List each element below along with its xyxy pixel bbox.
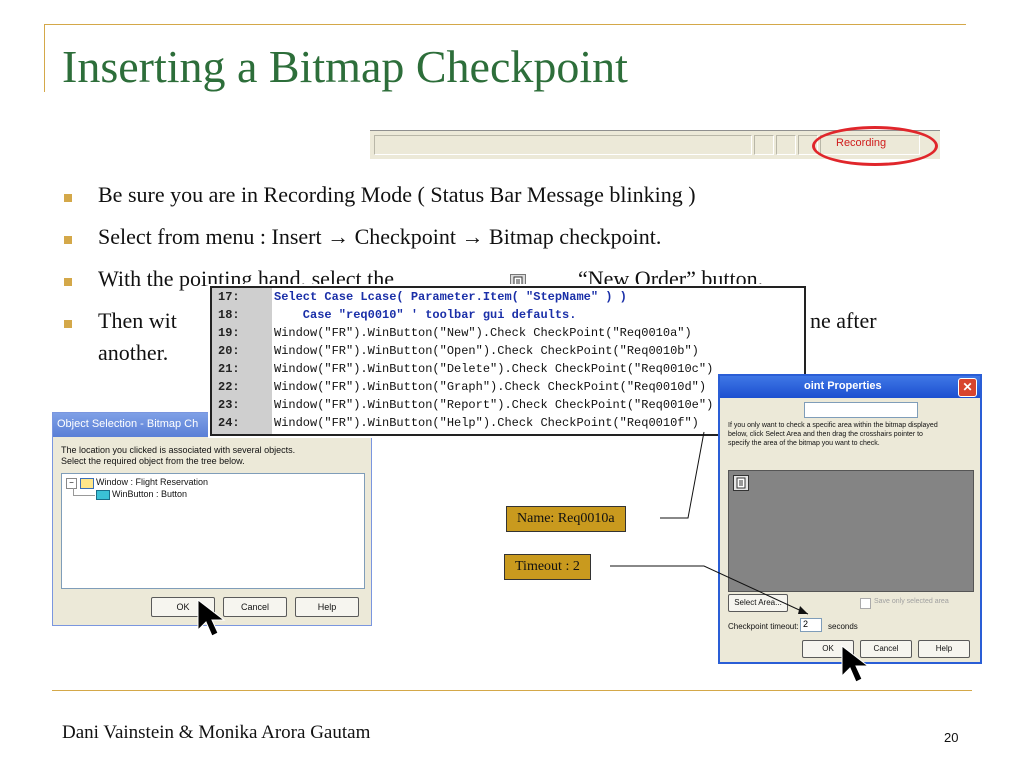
code-line: Window("FR").WinButton("Delete").Check C… <box>274 362 714 376</box>
help-button[interactable]: Help <box>295 597 359 617</box>
footer-rule <box>52 690 972 691</box>
bullet-marker <box>64 320 72 328</box>
tree-collapse-icon[interactable]: − <box>66 478 77 489</box>
highlight-ellipse <box>812 126 938 166</box>
mouse-cursor-icon <box>197 598 226 637</box>
line-number: 24: <box>218 416 240 430</box>
bullet-text: Select from menu : Insert → Checkpoint →… <box>98 224 662 249</box>
code-line: Select Case Lcase( Parameter.Item( "Step… <box>274 290 627 304</box>
code-line: Case "req0010" ' toolbar gui defaults. <box>274 308 577 322</box>
bullet-text: Be sure you are in Recording Mode ( Stat… <box>98 182 696 207</box>
dialog-info-text: The location you clicked is associated w… <box>61 445 296 455</box>
title-rule-left <box>44 24 45 92</box>
object-tree[interactable]: − Window : Flight Reservation WinButton … <box>61 473 365 589</box>
dialog-title-bar: oint Properties ✕ <box>720 376 980 398</box>
tree-connector <box>73 495 95 496</box>
dialog-desc: below, click Select Area and then drag t… <box>728 431 923 438</box>
mouse-cursor-icon <box>841 644 870 683</box>
window-icon <box>80 478 94 489</box>
code-listing: 17: Select Case Lcase( Parameter.Item( "… <box>210 286 806 436</box>
code-line: Window("FR").WinButton("New").Check Chec… <box>274 326 692 340</box>
code-gutter <box>212 288 272 434</box>
status-segment <box>754 135 774 155</box>
code-line: Window("FR").WinButton("Graph").Check Ch… <box>274 380 707 394</box>
button-icon <box>96 490 110 500</box>
cancel-button[interactable]: Cancel <box>860 640 912 658</box>
line-number: 22: <box>218 380 240 394</box>
help-button[interactable]: Help <box>918 640 970 658</box>
bullet-text: Then wit <box>98 308 177 333</box>
bullet-marker <box>64 236 72 244</box>
captured-bitmap-icon <box>733 475 749 491</box>
footer-authors: Dani Vainstein & Monika Arora Gautam <box>62 722 371 743</box>
object-selection-dialog: Object Selection - Bitmap Ch The locatio… <box>52 412 372 626</box>
status-segment <box>776 135 796 155</box>
checkpoint-name-field[interactable] <box>804 402 918 418</box>
bullet-text: another. <box>98 340 169 365</box>
line-number: 23: <box>218 398 240 412</box>
timeout-callout: Timeout : 2 <box>504 554 591 580</box>
bitmap-preview[interactable] <box>728 470 974 592</box>
ok-button[interactable]: OK <box>802 640 854 658</box>
line-number: 19: <box>218 326 240 340</box>
dialog-info-text: Select the required object from the tree… <box>61 456 245 466</box>
cancel-button[interactable]: Cancel <box>223 597 287 617</box>
page-number: 20 <box>944 730 959 745</box>
tree-item-button[interactable]: WinButton : Button <box>112 489 188 499</box>
code-line: Window("FR").WinButton("Report").Check C… <box>274 398 714 412</box>
line-number: 18: <box>218 308 240 322</box>
checkpoint-properties-dialog: oint Properties ✕ If you only want to ch… <box>718 374 982 664</box>
tree-item-window[interactable]: Window : Flight Reservation <box>96 477 209 487</box>
line-number: 17: <box>218 290 240 304</box>
bullet-text: ne after <box>810 308 877 333</box>
line-number: 20: <box>218 344 240 358</box>
line-number: 21: <box>218 362 240 376</box>
dialog-desc: If you only want to check a specific are… <box>728 422 938 429</box>
dialog-desc: specify the area of the bitmap you want … <box>728 440 880 447</box>
bullet-marker <box>64 278 72 286</box>
slide-title: Inserting a Bitmap Checkpoint <box>62 41 628 92</box>
code-line: Window("FR").WinButton("Help").Check Che… <box>274 416 699 430</box>
dialog-title: oint Properties <box>804 380 882 392</box>
timeout-input[interactable]: 2 <box>800 618 822 632</box>
tree-connector <box>73 488 74 496</box>
seconds-label: seconds <box>828 622 858 631</box>
bullet-marker <box>64 194 72 202</box>
status-segment <box>374 135 752 155</box>
code-line: Window("FR").WinButton("Open").Check Che… <box>274 344 699 358</box>
save-only-checkbox[interactable] <box>860 598 871 609</box>
title-rule-top <box>44 24 966 25</box>
close-icon[interactable]: ✕ <box>958 378 977 397</box>
name-callout: Name: Req0010a <box>506 506 626 532</box>
timeout-label: Checkpoint timeout: <box>728 622 799 631</box>
select-area-button[interactable]: Select Area... <box>728 594 788 612</box>
save-only-label: Save only selected area <box>874 598 949 605</box>
dialog-title: Object Selection - Bitmap Ch <box>53 413 211 437</box>
